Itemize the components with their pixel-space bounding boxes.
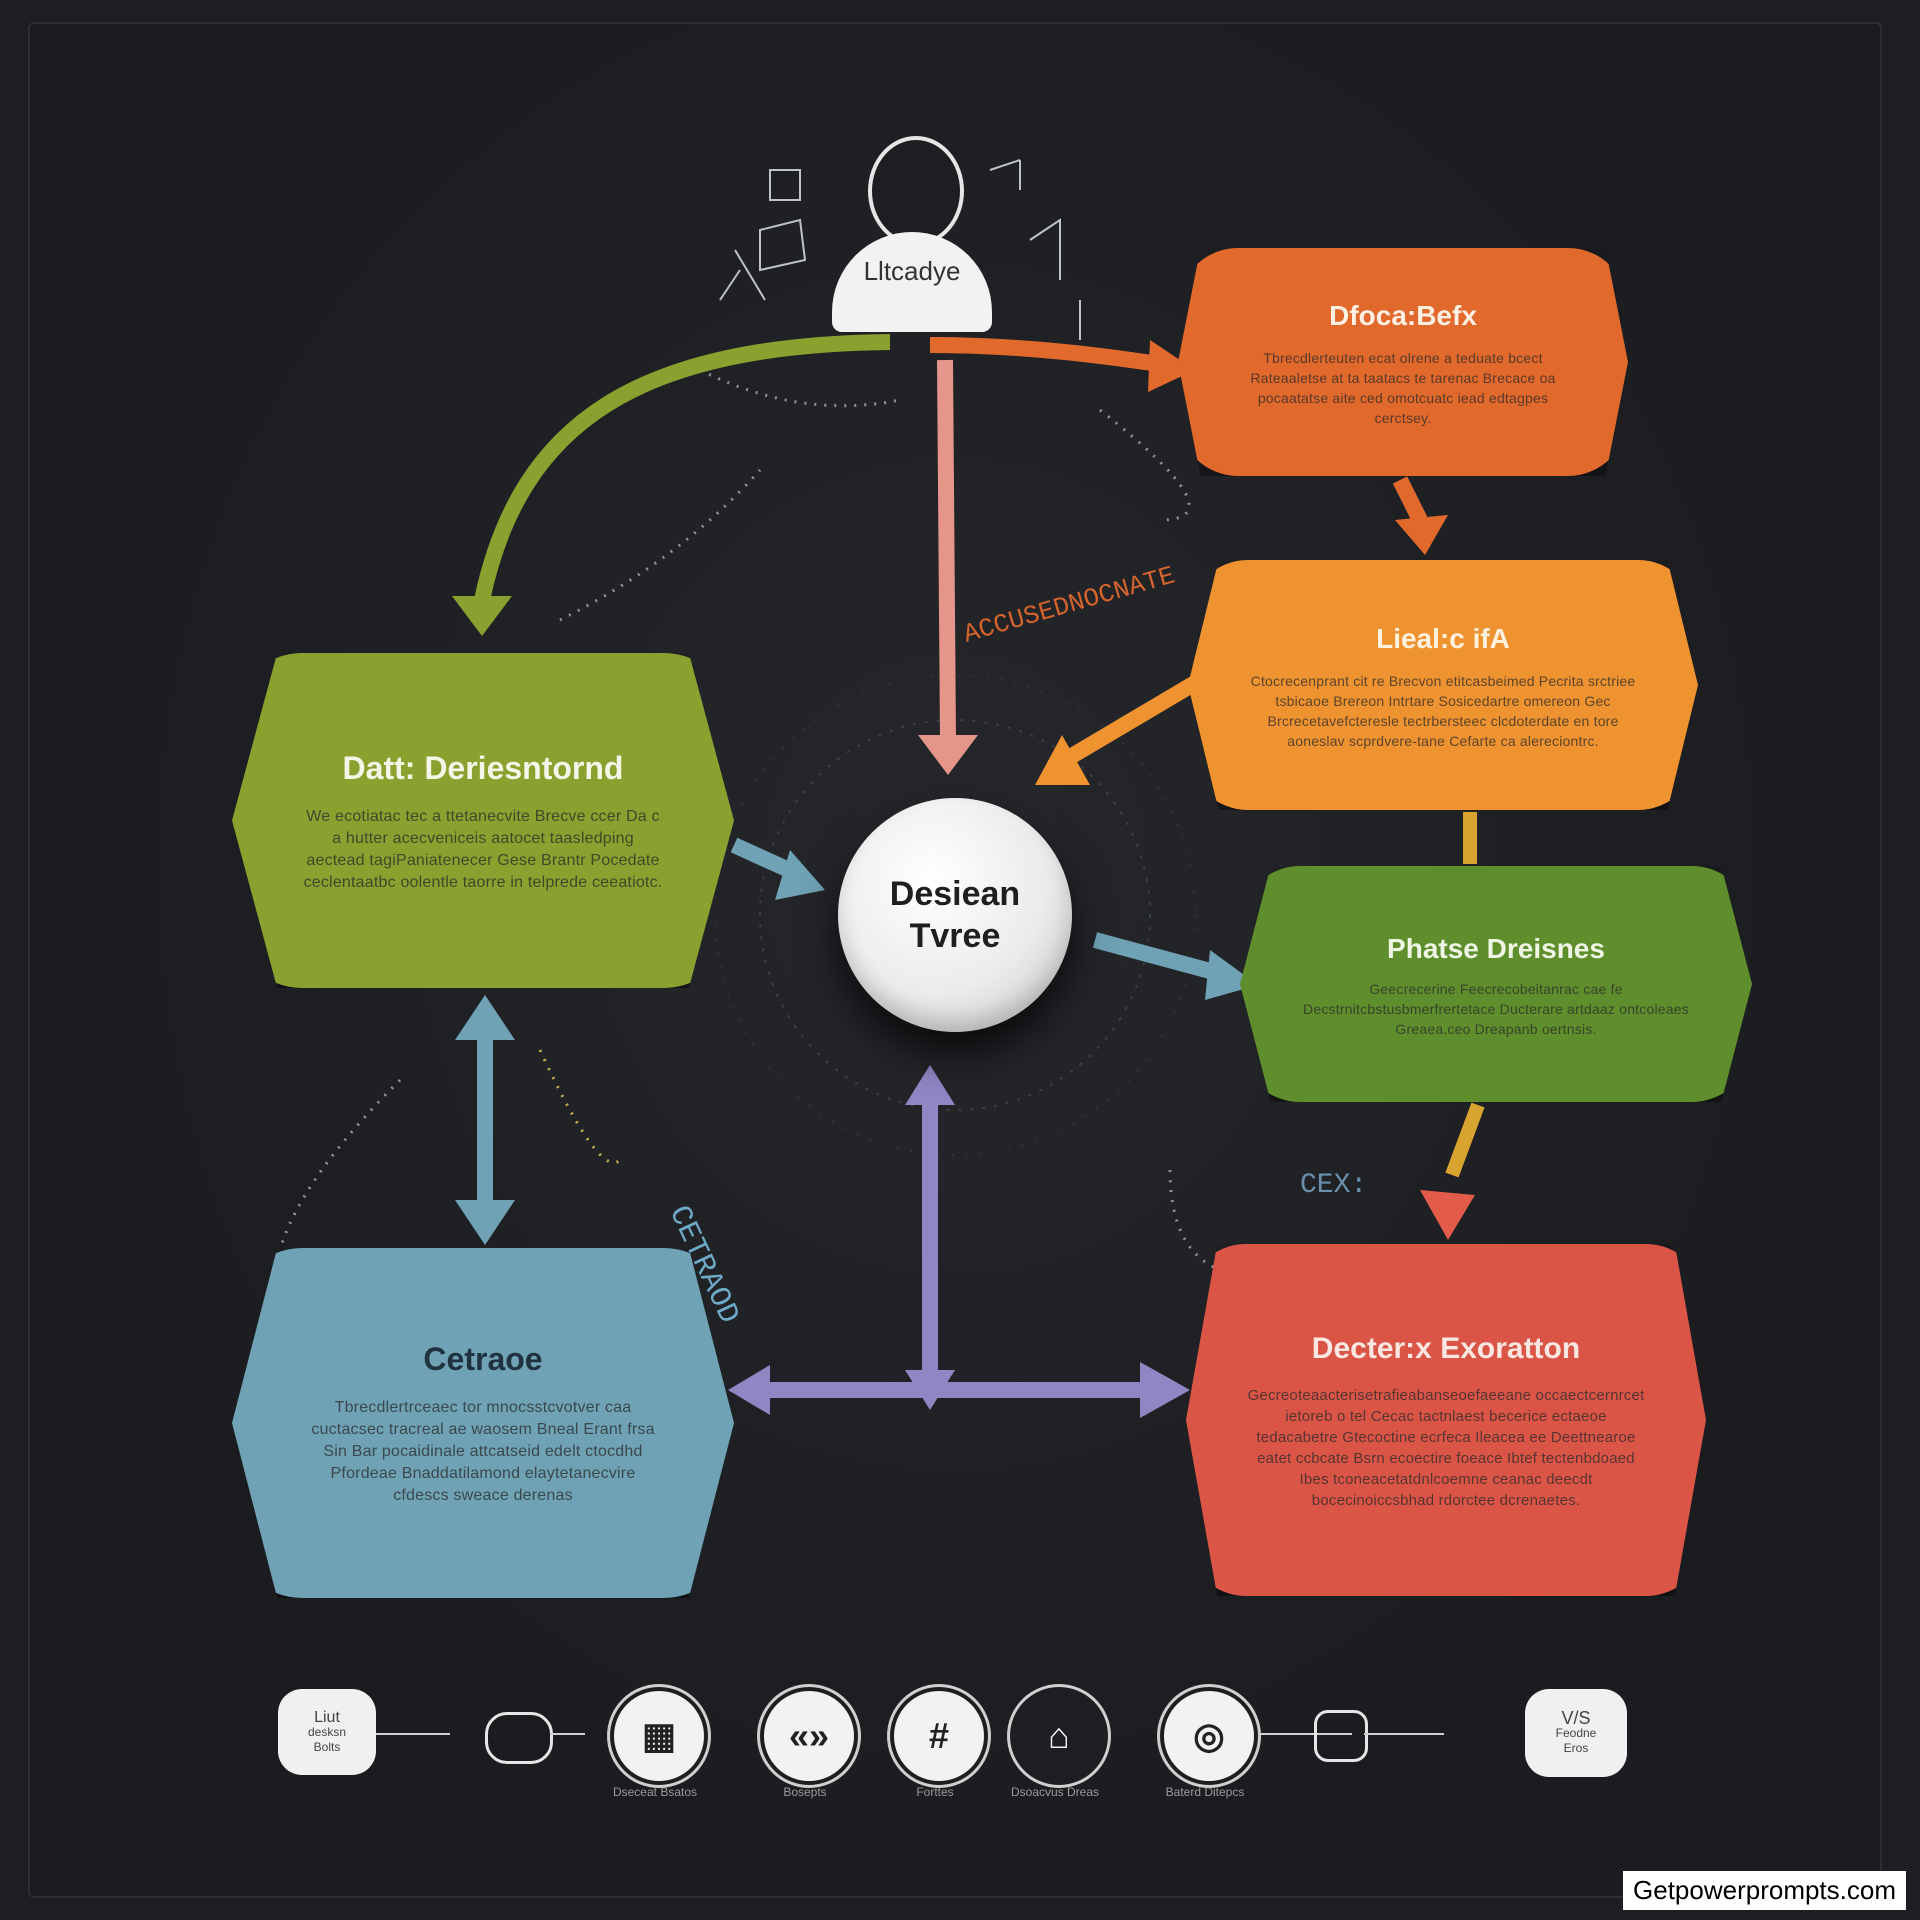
- node-body: Ctocrecenprant cit re Brecvon etitcasbei…: [1250, 673, 1636, 749]
- node-cetrace[interactable]: Cetraoe Tbrecdlertrceaec tor mnocsstcvot…: [232, 1248, 734, 1598]
- arrowhead: [918, 735, 978, 775]
- bubble-line: V/S: [1561, 1707, 1591, 1728]
- circle-node-icon[interactable]: [485, 1712, 553, 1764]
- orbit-ring: [759, 719, 1151, 1111]
- connector-arrow: [755, 1100, 1150, 1398]
- chalk-annotation: CEX:: [1300, 1170, 1368, 1201]
- footer-caption: Dsoacvus Dreas: [1010, 1785, 1100, 1799]
- dotted-line: [538, 1049, 622, 1165]
- node-title: Phatse Dreisnes: [1387, 933, 1605, 964]
- node-dfoca[interactable]: Dfoca:Befx Tbrecdlerteuten ecat olrene a…: [1178, 248, 1628, 476]
- footer-right-bubble[interactable]: V/S Feodne Eros: [1525, 1689, 1627, 1777]
- watermark: Getpowerprompts.com: [1623, 1871, 1906, 1910]
- node-body: Gecreoteaacterisetrafieabanseoefaeeane o…: [1247, 1387, 1645, 1509]
- dotted-line: [559, 469, 762, 622]
- arrowhead: [728, 1365, 770, 1415]
- node-title: Datt: Deriesntornd: [342, 749, 624, 786]
- square-node-icon[interactable]: [1314, 1710, 1368, 1762]
- orbit-ring: [714, 674, 1196, 1156]
- node-phase-decisions[interactable]: Phatse Dreisnes Geecrecerine Feecrecobei…: [1240, 866, 1752, 1102]
- bubble-line: Feodne: [1555, 1725, 1597, 1740]
- node-body: Geecrecerine Feecrecobeitanrac cae fe De…: [1303, 981, 1689, 1037]
- arrowhead: [455, 995, 515, 1040]
- user-label: Lltcadye: [863, 255, 961, 286]
- user-badge: Lltcadye: [832, 232, 992, 332]
- connector-arrow: [1392, 476, 1428, 524]
- arrowhead: [455, 1200, 515, 1245]
- arrowhead: [452, 596, 512, 636]
- arrowhead: [1148, 340, 1195, 392]
- dotted-line: [278, 1078, 402, 1251]
- footer-caption: Forttes: [916, 1785, 954, 1799]
- node-title: Cetraoe: [423, 1341, 543, 1377]
- arrowhead: [905, 1370, 955, 1410]
- footer-line: [550, 1733, 585, 1735]
- bubble-line: Eros: [1563, 1740, 1589, 1755]
- dotted-line: [1099, 408, 1191, 522]
- footer-line: [370, 1733, 450, 1735]
- node-title: Lieal:c ifA: [1376, 623, 1510, 654]
- node-data-description[interactable]: Datt: Deriesntornd We ecotiatac tec a tt…: [232, 653, 734, 988]
- footer-toolbar: Liut desksn Bolts ▦ Dseceat Bsatos «» Bo…: [270, 1685, 1650, 1825]
- bubble-line: Bolts: [313, 1739, 341, 1754]
- footer-caption: Baterd Ditepcs: [1165, 1785, 1245, 1799]
- node-title: Decter:x Exoratton: [1311, 1332, 1581, 1365]
- grid-icon[interactable]: #: [890, 1687, 988, 1785]
- footer-line: [1256, 1733, 1352, 1735]
- node-decter-exoratton[interactable]: Decter:x Exoratton Gecreoteaacterisetraf…: [1186, 1244, 1706, 1596]
- connector-arrow: [937, 359, 956, 741]
- target-icon[interactable]: ◎: [1160, 1687, 1258, 1785]
- bubble-line: desksn: [307, 1724, 347, 1739]
- arrowhead: [1140, 1362, 1190, 1418]
- connector-arrow: [1092, 932, 1228, 983]
- dotted-line: [699, 368, 901, 408]
- dotted-line: [1168, 1169, 1221, 1272]
- node-body: We ecotiatac tec a ttetanecvite Brecve c…: [303, 807, 663, 891]
- sketch-doodle: [719, 159, 1081, 340]
- arrowhead: [1395, 515, 1448, 555]
- user-figure: Lltcadye: [832, 132, 992, 332]
- node-body: Tbrecdlertrceaec tor mnocsstcvotver caa …: [311, 1399, 655, 1504]
- footer-caption: Bosepts: [783, 1785, 827, 1799]
- connector-arrow: [1445, 1102, 1485, 1178]
- node-title: Dfoca:Befx: [1329, 300, 1477, 331]
- footer-left-bubble[interactable]: Liut desksn Bolts: [278, 1689, 376, 1775]
- node-lieal[interactable]: Lieal:c ifA Ctocrecenprant cit re Brecvo…: [1188, 560, 1698, 810]
- center-hub[interactable]: Desiean Tvree: [838, 798, 1072, 1032]
- tree-icon[interactable]: ⌂: [1010, 1687, 1108, 1785]
- arrowhead: [905, 1065, 955, 1105]
- bubble-line: Liut: [314, 1708, 340, 1726]
- user-head-icon: [868, 136, 964, 246]
- connector-arrow: [1060, 673, 1205, 767]
- arrowhead: [1035, 735, 1090, 785]
- footer-caption: Dseceat Bsatos: [612, 1785, 698, 1799]
- table-icon[interactable]: ▦: [610, 1687, 708, 1785]
- connector-arrow: [929, 337, 1167, 373]
- node-body: Tbrecdlerteuten ecat olrene a teduate bc…: [1250, 350, 1556, 426]
- center-label: Desiean Tvree: [889, 875, 1021, 955]
- arrowhead: [1420, 1190, 1475, 1240]
- footer-line: [1364, 1733, 1444, 1735]
- connector-arrow: [474, 334, 891, 602]
- arrowhead: [775, 850, 825, 900]
- chevrons-icon[interactable]: «»: [760, 1687, 858, 1785]
